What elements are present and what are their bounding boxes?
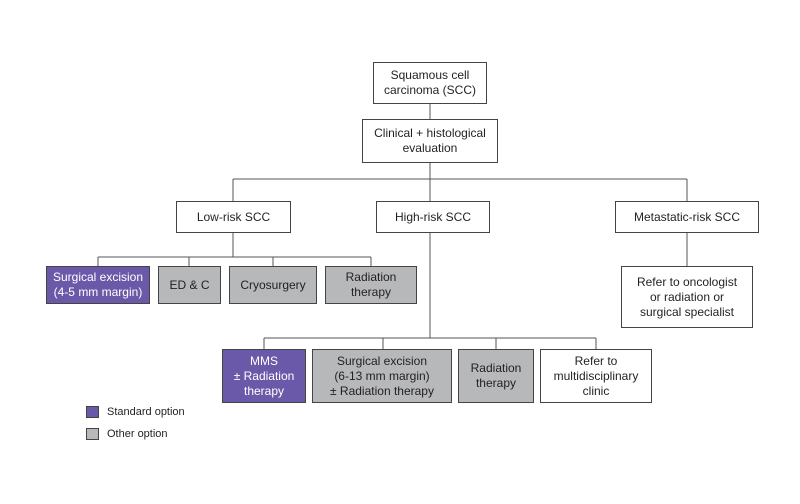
node-metastatic-risk: Metastatic-risk SCC bbox=[615, 201, 759, 233]
node-low-cryosurgery-label: Cryosurgery bbox=[240, 277, 306, 292]
node-low-risk: Low-risk SCC bbox=[176, 201, 291, 233]
node-high-surgical-excision-label: Surgical excision (6-13 mm margin) ± Rad… bbox=[330, 353, 434, 398]
node-metastatic-risk-label: Metastatic-risk SCC bbox=[633, 209, 740, 224]
node-high-radiation-label: Radiation therapy bbox=[470, 361, 522, 390]
node-low-edc: ED & C bbox=[158, 266, 221, 304]
node-low-radiation-label: Radiation therapy bbox=[345, 270, 397, 299]
node-low-surgical-excision: Surgical excision (4-5 mm margin) bbox=[46, 266, 150, 304]
legend-other-swatch bbox=[86, 428, 99, 440]
legend-other-label: Other option bbox=[107, 428, 168, 440]
node-scc-label: Squamous cell carcinoma (SCC) bbox=[383, 68, 476, 97]
node-metastatic-refer: Refer to oncologist or radiation or surg… bbox=[621, 266, 753, 328]
node-low-edc-label: ED & C bbox=[169, 277, 210, 292]
node-low-radiation: Radiation therapy bbox=[325, 266, 417, 304]
node-high-mms-label: MMS ± Radiation therapy bbox=[233, 353, 295, 398]
node-low-risk-label: Low-risk SCC bbox=[196, 209, 271, 224]
node-high-radiation: Radiation therapy bbox=[458, 349, 534, 403]
node-evaluation-label: Clinical + histological evaluation bbox=[374, 126, 486, 155]
node-high-risk-label: High-risk SCC bbox=[394, 209, 471, 224]
legend-standard: Standard option bbox=[86, 406, 185, 418]
node-metastatic-refer-label: Refer to oncologist or radiation or surg… bbox=[636, 274, 738, 319]
node-high-multidisciplinary: Refer to multidisciplinary clinic bbox=[540, 349, 652, 403]
legend-standard-swatch bbox=[86, 406, 99, 418]
node-evaluation: Clinical + histological evaluation bbox=[362, 119, 498, 163]
node-scc: Squamous cell carcinoma (SCC) bbox=[373, 62, 487, 104]
legend-standard-label: Standard option bbox=[107, 406, 185, 418]
node-high-mms: MMS ± Radiation therapy bbox=[222, 349, 306, 403]
node-high-risk: High-risk SCC bbox=[376, 201, 490, 233]
node-high-surgical-excision: Surgical excision (6-13 mm margin) ± Rad… bbox=[312, 349, 452, 403]
node-low-cryosurgery: Cryosurgery bbox=[229, 266, 317, 304]
node-high-multidisciplinary-label: Refer to multidisciplinary clinic bbox=[553, 353, 639, 398]
legend-other: Other option bbox=[86, 428, 168, 440]
node-low-surgical-excision-label: Surgical excision (4-5 mm margin) bbox=[52, 270, 144, 299]
